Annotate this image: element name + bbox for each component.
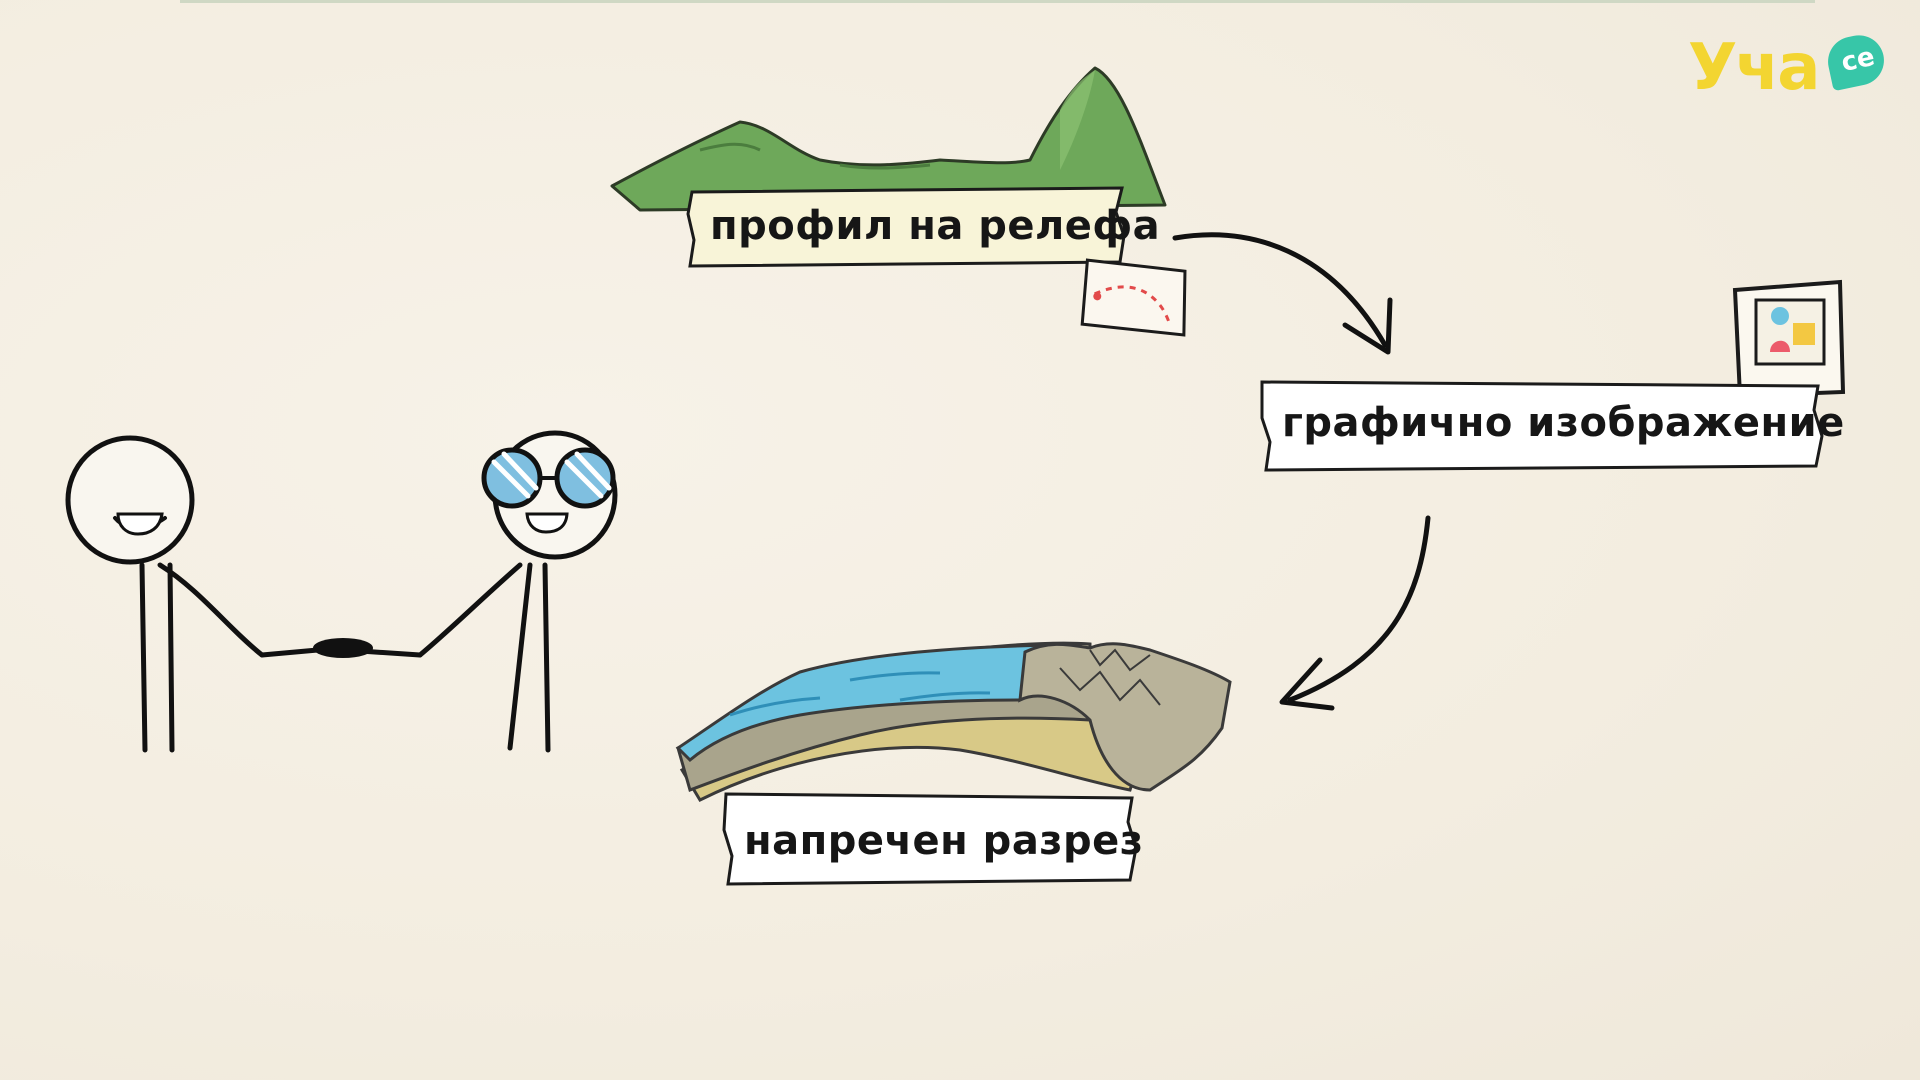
handshake	[313, 638, 373, 658]
treasure-map-icon	[1080, 258, 1187, 337]
graphic-label-box	[1260, 380, 1824, 472]
logo-main: Уча	[1688, 31, 1820, 105]
stick-figure-icon	[65, 435, 343, 753]
arrow-icon	[1172, 232, 1393, 355]
stick-figure-icon	[342, 430, 618, 753]
top-strip	[180, 0, 1815, 3]
mountain-icon	[610, 66, 1167, 212]
cross-section-icon	[675, 641, 1232, 802]
profile-label: профил на релефа	[710, 203, 1161, 249]
profile-label-box	[686, 186, 1126, 268]
arrow-icon	[1279, 515, 1431, 711]
graphic-label: графично изображение	[1282, 400, 1845, 446]
picture-frame-icon	[1732, 279, 1846, 399]
section-label: напречен разрез	[744, 818, 1144, 864]
section-label-box	[722, 792, 1138, 886]
logo: Уча се	[1688, 28, 1898, 108]
